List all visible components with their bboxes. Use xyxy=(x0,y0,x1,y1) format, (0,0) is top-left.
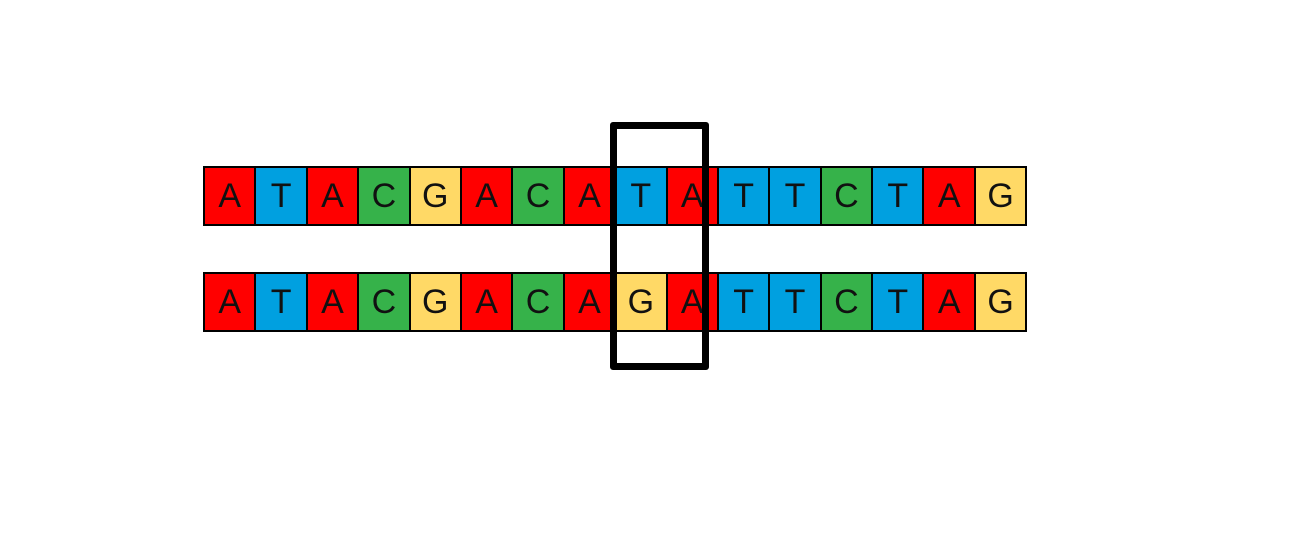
base-cell: A xyxy=(922,272,976,332)
base-cell: C xyxy=(511,272,565,332)
base-cell: A xyxy=(305,166,360,226)
base-cell: A xyxy=(459,166,514,226)
base-cell: A xyxy=(562,272,617,332)
base-cell: A xyxy=(665,166,719,226)
base-cell: T xyxy=(871,272,925,332)
base-cell: G xyxy=(408,166,462,226)
base-cell: T xyxy=(254,272,308,332)
mutation-highlight-box xyxy=(610,122,709,370)
base-cell: A xyxy=(922,166,976,226)
base-cell: C xyxy=(511,166,565,226)
base-cell: G xyxy=(973,272,1028,332)
base-cell: T xyxy=(871,166,925,226)
base-cell: C xyxy=(357,166,411,226)
base-cell: A xyxy=(305,272,360,332)
base-cell: A xyxy=(203,166,257,226)
base-cell: G xyxy=(973,166,1028,226)
base-cell: C xyxy=(357,272,411,332)
base-cell: T xyxy=(768,272,822,332)
base-cell: C xyxy=(819,166,874,226)
base-cell: T xyxy=(768,166,822,226)
base-cell: T xyxy=(716,272,771,332)
base-cell: A xyxy=(203,272,257,332)
base-cell: A xyxy=(459,272,514,332)
base-cell: C xyxy=(819,272,874,332)
base-cell: T xyxy=(716,166,771,226)
base-cell: A xyxy=(562,166,617,226)
base-cell: G xyxy=(408,272,462,332)
base-cell: T xyxy=(254,166,308,226)
